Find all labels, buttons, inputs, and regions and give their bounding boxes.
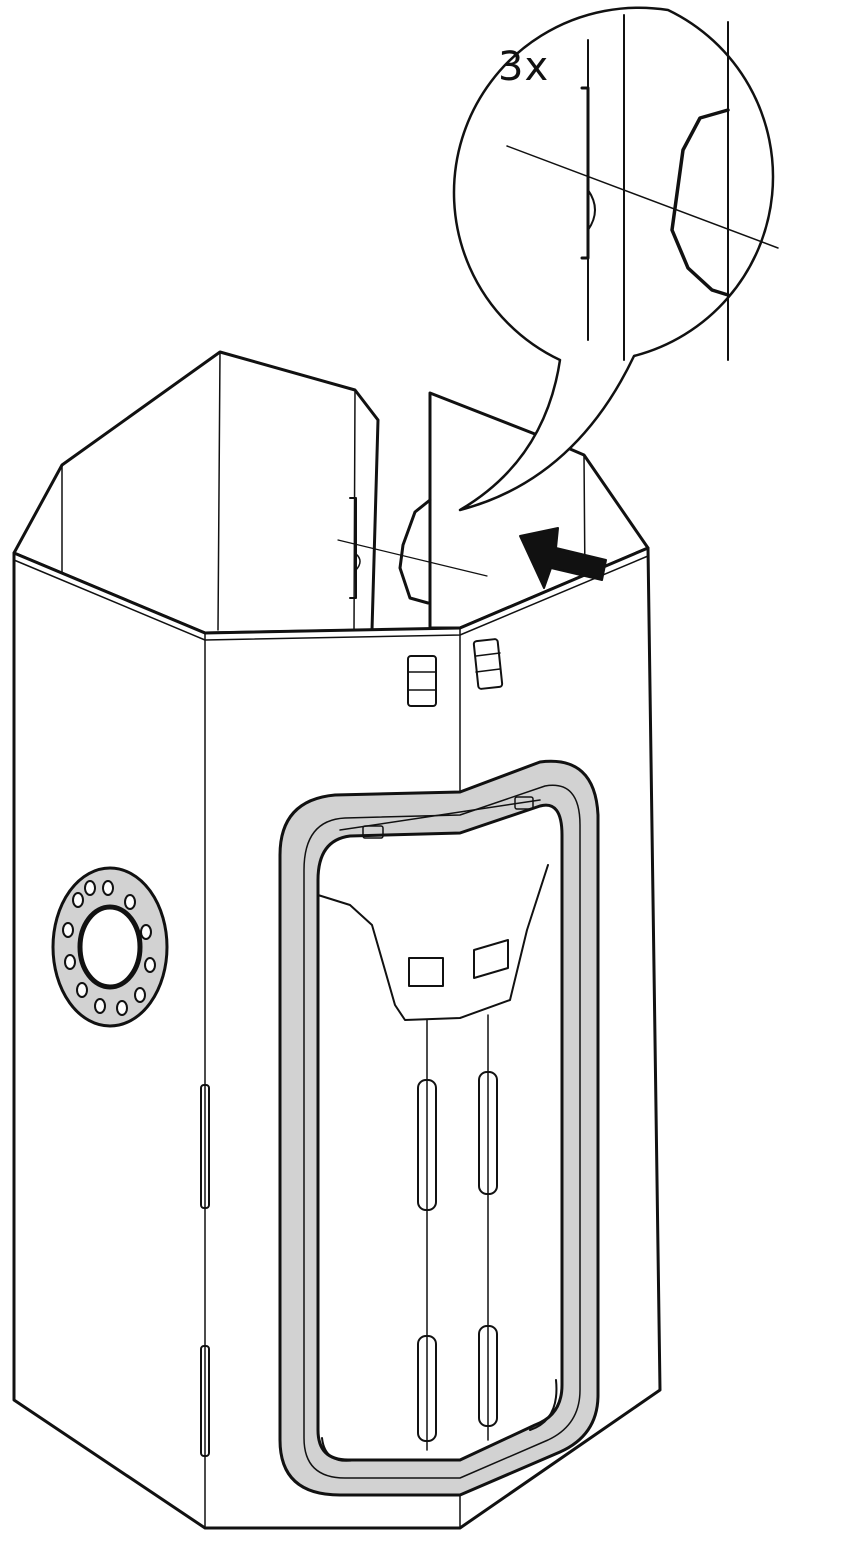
callout-label: 3x bbox=[498, 44, 550, 90]
door-frame bbox=[278, 759, 600, 1497]
direction-arrow bbox=[519, 527, 607, 589]
vent-port bbox=[51, 866, 169, 1028]
magnifier-callout bbox=[452, 6, 779, 512]
